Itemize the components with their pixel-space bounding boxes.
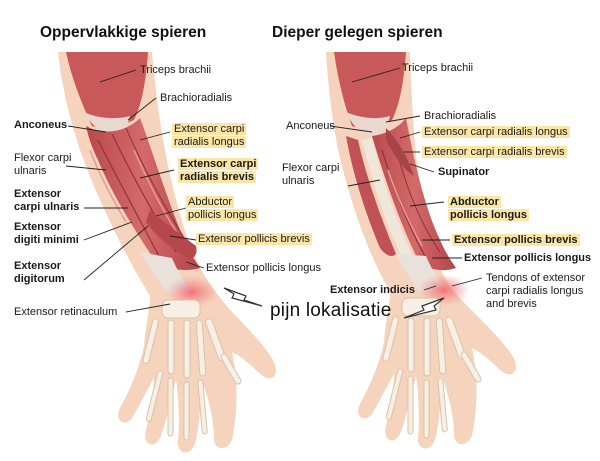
right-supinator: [386, 128, 414, 176]
right-triceps-tendon: [346, 112, 390, 138]
label-apl-right-line1: Abductor: [448, 196, 501, 208]
label-ecu-left-line2: carpi ulnaris: [14, 201, 80, 213]
label-ecu-left-line1: Extensor: [14, 188, 62, 200]
label-fcu-right-line1: Flexor carpi: [282, 162, 340, 174]
pain-callout: pijn lokalisatie: [270, 300, 392, 321]
label-fcu-left-line2: ulnaris: [14, 165, 47, 177]
left-hand-bones: [142, 299, 242, 441]
label-epb-right: Extensor pollicis brevis: [452, 234, 580, 247]
label-edm-left: Extensor digiti minimi: [14, 221, 79, 247]
label-fcu-left: Flexor carpi ulnaris: [14, 152, 71, 178]
label-ecrl-right: Extensor carpi radialis longus: [422, 126, 570, 139]
label-anconeus-right: Anconeus: [286, 120, 335, 132]
label-edm-left-line2: digiti minimi: [14, 234, 79, 246]
label-epb-left: Extensor pollicis brevis: [196, 233, 312, 246]
label-apl-left-line1: Abductor: [186, 196, 235, 208]
label-apl-right-line2: pollicis longus: [448, 209, 530, 221]
label-brachioradialis-right: Brachioradialis: [424, 110, 497, 122]
label-epb-left-text: Extensor pollicis brevis: [196, 233, 312, 245]
label-fcu-right-line2: ulnaris: [282, 175, 315, 187]
label-tendons-right: Tendons of extensor carpi radialis longu…: [486, 272, 585, 311]
label-edm-left-line1: Extensor: [14, 221, 62, 233]
label-triceps-right: Triceps brachii: [402, 62, 474, 74]
right-forearm-muscles: [372, 118, 456, 271]
label-ei-right: Extensor indicis: [330, 284, 415, 296]
label-fcu-right: Flexor carpi ulnaris: [282, 162, 339, 188]
label-anconeus-left: Anconeus: [14, 119, 68, 131]
label-ed-left: Extensor digitorum: [14, 260, 65, 286]
right-hand-bones: [382, 297, 482, 439]
leader-lines: [65, 67, 483, 313]
label-ecrb-left: Extensor carpi radialis brevis: [178, 158, 259, 184]
left-thumb-muscles: [146, 210, 197, 259]
label-ecrb-right: Extensor carpi radialis brevis: [422, 146, 567, 159]
label-ecrb-right-text: Extensor carpi radialis brevis: [422, 146, 567, 158]
label-ed-left-line2: digitorum: [14, 273, 65, 285]
label-epl-left: Extensor pollicis longus: [206, 262, 321, 274]
label-ecrl-left-line2: radialis longus: [172, 136, 247, 148]
right-arm: [326, 52, 516, 449]
label-supinator-right: Supinator: [438, 166, 490, 178]
label-epl-right: Extensor pollicis longus: [464, 252, 592, 264]
label-ecrb-left-line1: Extensor carpi: [178, 158, 259, 170]
zigzag-arrow-icon: [223, 287, 263, 307]
right-ulnar-muscle: [346, 136, 396, 256]
label-tendons-right-line3: and brevis: [486, 298, 537, 310]
label-apl-left-line2: pollicis longus: [186, 209, 259, 221]
right-triceps-muscle: [334, 52, 406, 128]
label-retinaculum-left: Extensor retinaculum: [14, 306, 118, 318]
left-title: Oppervlakkige spieren: [40, 24, 207, 41]
label-ecrl-right-text: Extensor carpi radialis longus: [422, 126, 570, 138]
zigzag-arrow-icon: [403, 297, 445, 319]
label-triceps-left: Triceps brachii: [140, 64, 212, 76]
label-ecrb-left-line2: radialis brevis: [178, 171, 256, 183]
label-ecrl-left: Extensor carpi radialis longus: [172, 123, 247, 149]
label-fcu-left-line1: Flexor carpi: [14, 152, 72, 164]
right-forearm-bone-strip: [362, 138, 420, 272]
label-brachioradialis-left: Brachioradialis: [160, 92, 233, 104]
label-epb-right-text: Extensor pollicis brevis: [452, 234, 580, 246]
label-apl-left: Abductor pollicis longus: [186, 196, 259, 222]
label-tendons-right-line2: carpi radialis longus: [486, 285, 584, 297]
label-tendons-right-line1: Tendons of extensor: [486, 272, 586, 284]
label-ecu-left: Extensor carpi ulnaris: [14, 188, 79, 214]
right-title: Dieper gelegen spieren: [272, 24, 443, 41]
label-apl-right: Abductor pollicis longus: [448, 196, 530, 222]
left-triceps-muscle: [66, 52, 148, 128]
label-ecrl-left-line1: Extensor carpi: [172, 123, 247, 135]
left-arm: [58, 52, 276, 453]
label-ed-left-line1: Extensor: [14, 260, 62, 272]
